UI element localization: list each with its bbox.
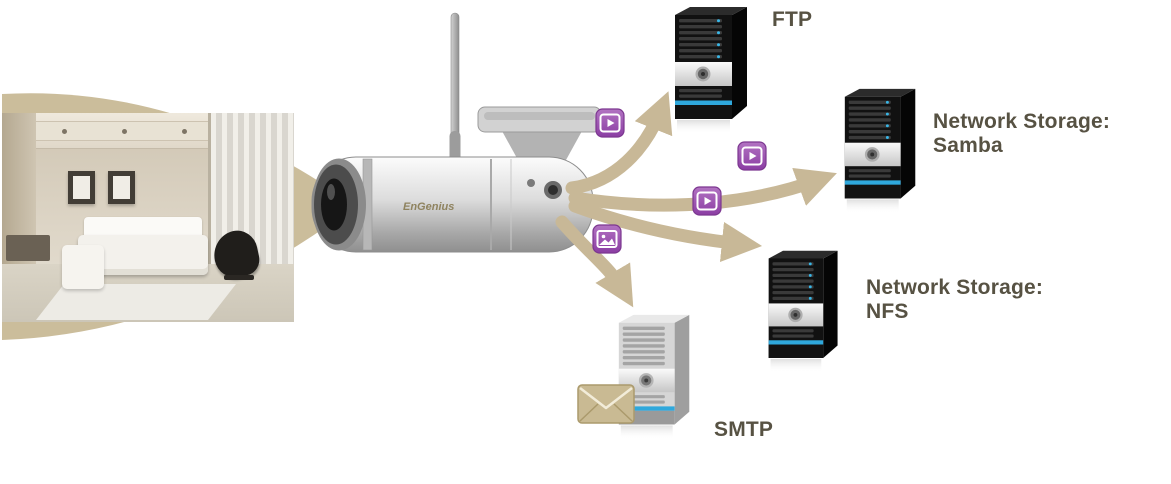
mail-icon	[577, 384, 635, 424]
photo-icon	[592, 224, 622, 254]
server-tower-graphic	[675, 7, 747, 134]
side-cabinet	[6, 235, 50, 261]
video-icon	[737, 141, 767, 171]
label-samba-line2: Samba	[933, 134, 1003, 158]
camera-mount-bracket	[477, 106, 602, 160]
wall-frame-1	[68, 171, 95, 204]
label-nfs-line1: Network Storage:	[866, 276, 1044, 299]
label-samba: Network Storage: Samba	[933, 110, 1110, 159]
lounge-chair-base	[224, 275, 254, 280]
camera-body: EnGenius	[311, 156, 594, 253]
room-rug	[36, 284, 236, 320]
room-photo	[2, 113, 294, 322]
camera-brand-text: EnGenius	[403, 201, 454, 213]
room-spotlights	[62, 129, 67, 134]
video-icon	[692, 186, 722, 216]
camera-lens	[312, 158, 366, 251]
video-icon	[595, 108, 625, 138]
wall-frame-2	[108, 171, 135, 204]
camera-antenna	[449, 12, 461, 167]
label-nfs: Network Storage: NFS	[866, 276, 1043, 325]
server-ftp	[666, 2, 761, 142]
server-nfs	[760, 246, 851, 380]
server-tower-graphic	[618, 314, 690, 440]
label-smtp: SMTP	[714, 418, 774, 441]
sofa-chaise	[62, 245, 104, 289]
label-nfs-line2: NFS	[866, 300, 909, 324]
server-tower-graphic	[768, 250, 838, 373]
ip-camera: EnGenius	[311, 12, 602, 253]
server-samba	[836, 84, 929, 221]
label-samba-line1: Network Storage:	[933, 110, 1111, 133]
server-tower-graphic	[844, 88, 916, 214]
label-ftp: FTP	[772, 8, 813, 31]
camera-sensor-leds	[527, 179, 562, 199]
server-smtp	[610, 310, 703, 447]
